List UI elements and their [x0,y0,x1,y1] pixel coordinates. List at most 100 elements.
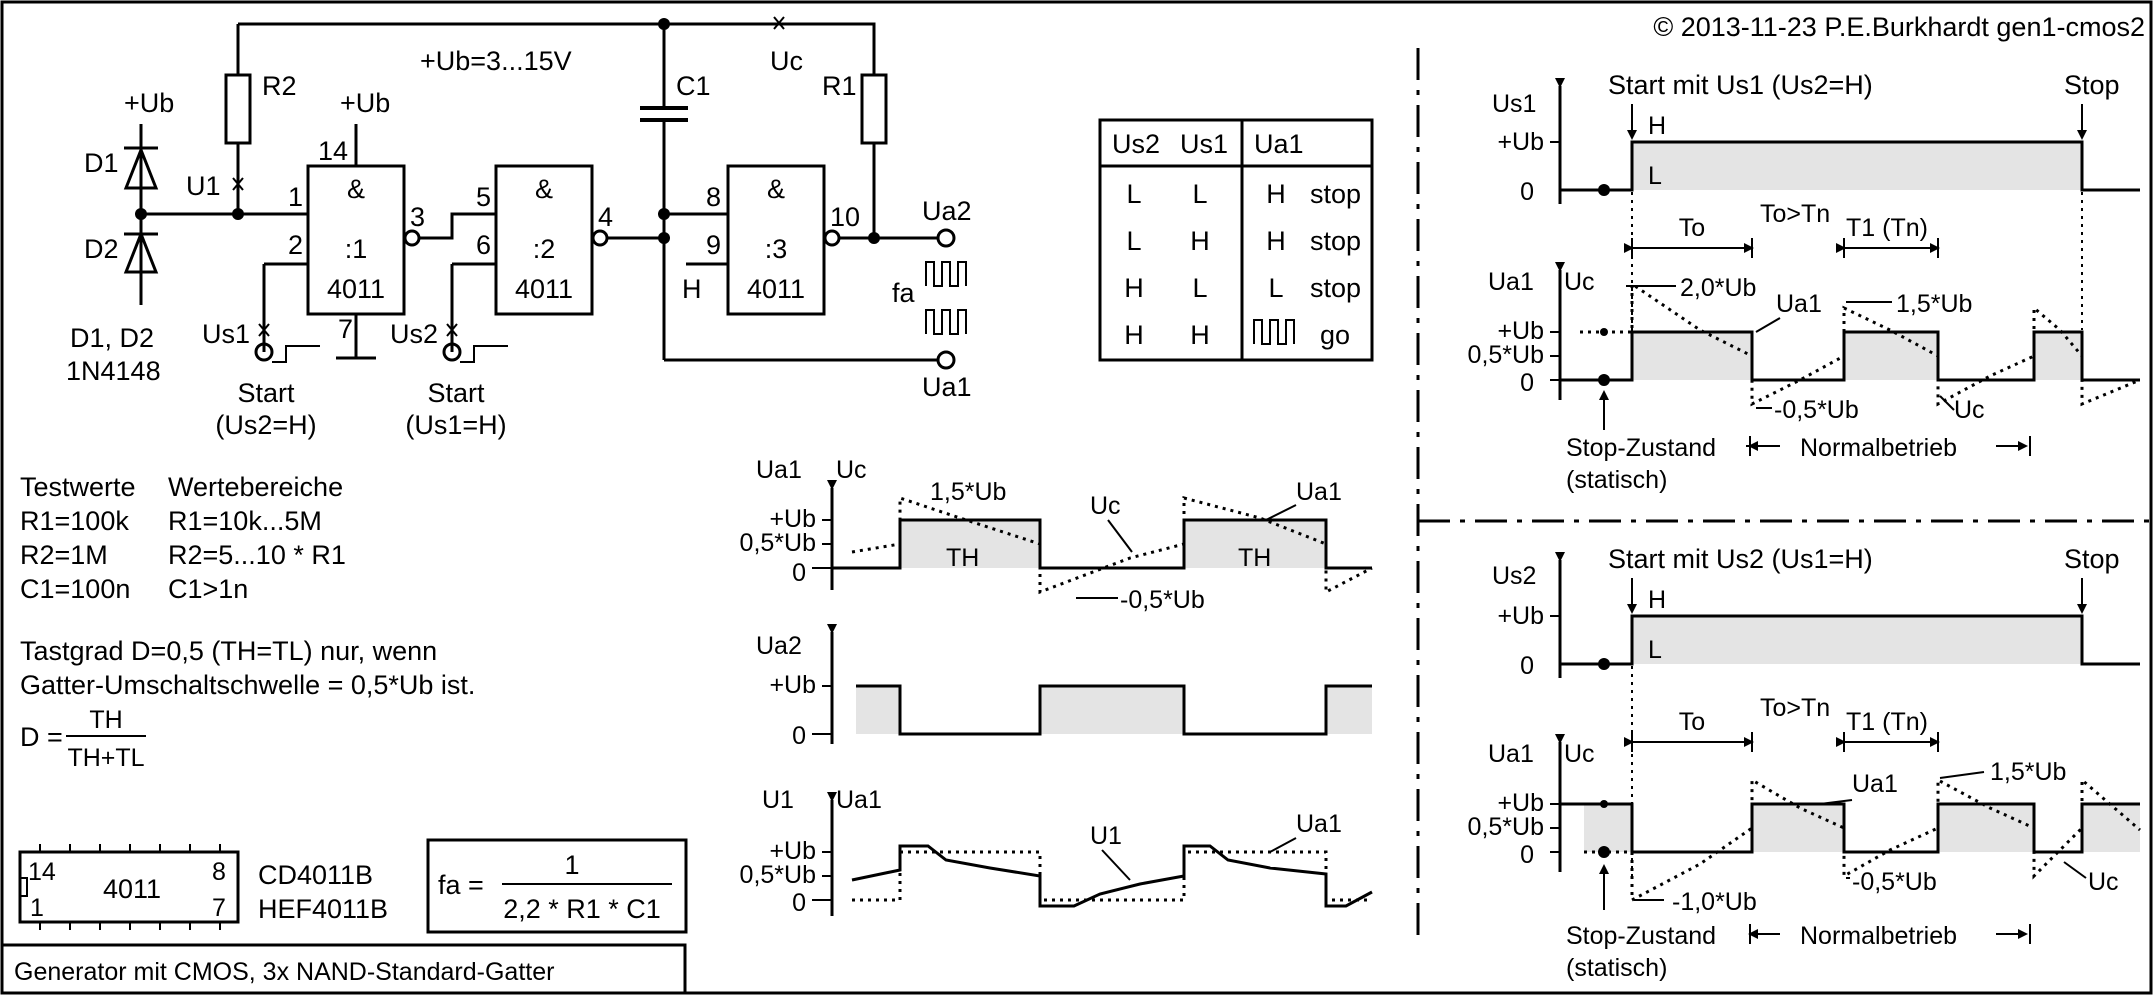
p2-tick-0: 0 [792,722,806,750]
tt-header-us2: Us2 [1112,129,1160,159]
c1-label: C1 [676,71,711,101]
rt-title: Start mit Us1 (Us2=H) [1608,70,1873,100]
duty-line2: Gatter-Umschaltschwelle = 0,5*Ub ist. [20,670,475,700]
rb-ylabel1: Ua1 [1488,740,1534,768]
range-c1: C1>1n [168,574,248,604]
tt-row1-ua1: H [1266,179,1286,209]
gate3-pin10: 10 [830,202,860,232]
p1-th1: TH [946,544,979,572]
p1-low-label: -0,5*Ub [1120,586,1205,614]
gate1-pin2: 2 [288,230,303,260]
rb-cmp: To>Tn [1760,694,1830,722]
diode-type-label: 1N4148 [66,356,161,386]
rt2-tick-ub: +Ub [1497,317,1544,345]
duty-line1: Tastgrad D=0,5 (TH=TL) nur, wenn [20,636,437,666]
tt-header-ua1: Ua1 [1254,129,1304,159]
fa-label: fa [892,278,916,308]
rb-sig: Us2 [1492,562,1536,590]
range-r1: R1=10k...5M [168,506,322,536]
tt-row3-us2: H [1124,273,1144,303]
diode-d1 [123,145,159,190]
rt-normal: Normalbetrieb [1800,434,1957,462]
gate3-symbol: & [767,174,785,204]
right-bottom-diagram: Start mit Us2 (Us1=H) Stop Us2 +Ub 0 H L… [1468,544,2141,982]
tt-row2-us2: L [1126,226,1141,256]
rb-static: (statisch) [1566,954,1667,982]
p1-tick-half: 0,5*Ub [740,529,816,557]
rt-sig: Us1 [1492,90,1536,118]
p1-tick-0: 0 [792,559,806,587]
rt-stop-state: Stop-Zustand [1566,434,1716,462]
p3-u1-label: U1 [1090,822,1122,850]
test-header: Testwerte [20,472,136,502]
gate2-pin4: 4 [598,202,613,232]
rb-ua1: Ua1 [1852,770,1898,798]
mid-plot-ua1-uc: Ua1 Uc +Ub 0,5*Ub 0 1,5*Ub Uc Ua1 TH TH … [740,456,1373,614]
gate1-symbol: & [347,174,365,204]
gate2-ic: 4011 [515,274,573,304]
p1-tick-ub: +Ub [769,505,816,533]
frequency-formula: fa = 1 2,2 * R1 * C1 [426,838,688,934]
range-header: Wertebereiche [168,472,343,502]
d1-label: D1 [84,148,119,178]
rb-peak: 1,5*Ub [1990,758,2066,786]
copyright-text: © 2013-11-23 P.E.Burkhardt gen1-cmos2 [1653,12,2145,42]
p3-tick-ub: +Ub [769,837,816,865]
p1-peak-label: 1,5*Ub [930,478,1006,506]
rb2-tick-half: 0,5*Ub [1468,813,1544,841]
r1-label: R1 [822,71,857,101]
gate2-pin6: 6 [476,230,491,260]
test-r1: R1=100k [20,506,129,536]
tt-row3-state: stop [1310,273,1361,303]
tt-row1-us2: L [1126,179,1141,209]
start2-condition: (Us1=H) [405,410,506,440]
u1-label: U1 [186,171,221,201]
tt-header-us1: Us1 [1180,129,1228,159]
rt-peak2: 1,5*Ub [1896,290,1972,318]
ua1-output-label: Ua1 [922,372,972,402]
rt-ua1: Ua1 [1776,290,1822,318]
p1-ua1-label: Ua1 [1296,478,1342,506]
chip-pin14: 14 [28,858,56,886]
uc-test-point [773,16,785,30]
rb2-tick-ub: +Ub [1497,789,1544,817]
gate1-number: :1 [345,234,368,264]
tt-row1-us1: L [1192,179,1207,209]
chip-pin8: 8 [212,858,226,886]
rt2-tick-0: 0 [1520,369,1534,397]
rb-stop-state: Stop-Zustand [1566,922,1716,950]
p3-ua1-label: Ua1 [1296,810,1342,838]
duty-num: TH [89,706,122,734]
rb-t1: T1 (Tn) [1846,708,1928,736]
rb-normal: Normalbetrieb [1800,922,1957,950]
gate1-pin14: 14 [318,136,348,166]
r2-label: R2 [262,71,297,101]
formula-den: 2,2 * R1 * C1 [503,894,661,924]
uc-label: Uc [770,46,803,76]
chip-name: 4011 [103,874,161,904]
rt-t1: T1 (Tn) [1846,214,1928,242]
tt-row3-ua1: L [1268,273,1283,303]
mid-plot-ua2: Ua2 +Ub 0 [756,624,1372,750]
circuit: +Ub=3...15V Uc R2 R1 C1 +Ub D1 D2 D1, D2… [66,16,972,440]
start1-condition: (Us2=H) [215,410,316,440]
p3-tick-0: 0 [792,889,806,917]
test-c1: C1=100n [20,574,130,604]
rb-title: Start mit Us2 (Us1=H) [1608,544,1873,574]
p1-uc-label: Uc [1090,492,1121,520]
tt-row4-us1: H [1190,320,1210,350]
footer-box [0,943,687,995]
rb-low2: -0,5*Ub [1852,868,1937,896]
tt-row4-state: go [1320,320,1350,350]
duty-eq: D = [20,722,63,752]
p1-th2: TH [1238,544,1271,572]
start2-label: Start [427,378,485,408]
gate1-pin7: 7 [338,314,353,344]
rt-ylabel1: Ua1 [1488,268,1534,296]
gate1-pin3: 3 [410,202,425,232]
footer-title: Generator mit CMOS, 3x NAND-Standard-Gat… [14,958,554,986]
tt-row2-us1: H [1190,226,1210,256]
formula-lhs: fa = [438,870,484,900]
